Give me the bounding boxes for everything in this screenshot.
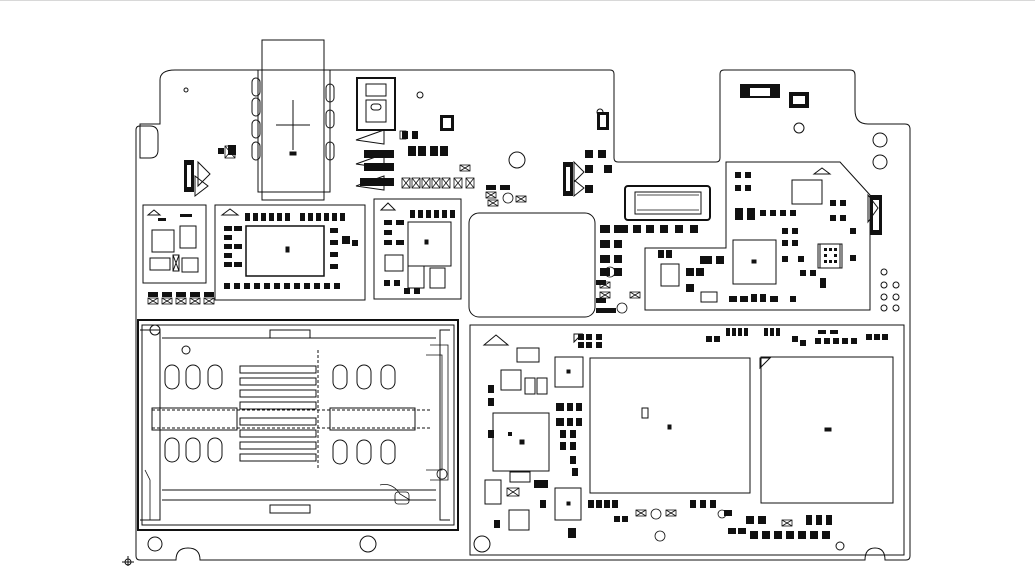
main-board-region [469,324,905,556]
warning-marker [482,334,510,346]
x-marked-components [147,130,793,542]
shield-can-center [468,212,596,318]
card-contact-pads [151,364,416,465]
middle-trace-pads [239,365,317,462]
orientation-markers [194,129,879,344]
bga-chip [819,243,843,269]
board-to-board-connector [624,185,711,221]
shield-can-top-right [644,161,871,311]
sim-card-tray [137,319,459,531]
tray-traces [144,344,449,520]
shield-can-left [142,204,207,284]
power-switch [356,77,396,131]
shield-can-right [373,198,462,300]
origin-crosshair-marker [122,556,134,566]
pad-row-top-right [332,364,396,465]
top-flex-connector [251,39,335,201]
smd-components [148,84,888,539]
shield-can-middle [214,204,366,301]
board-outline [135,69,911,561]
pad-row-top-left [164,364,223,463]
